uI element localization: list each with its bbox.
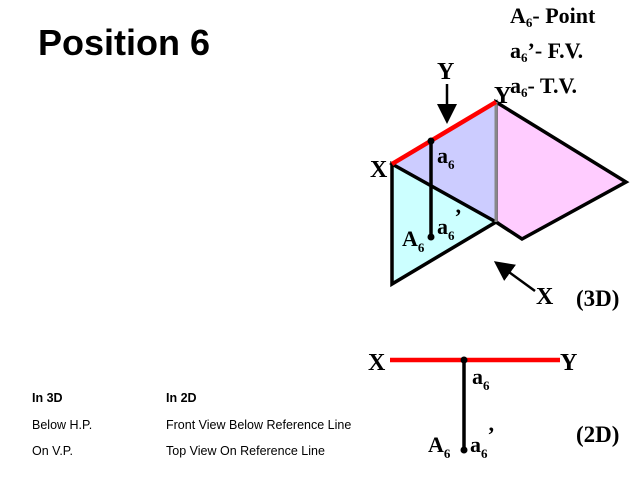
top-view-point-2d	[460, 356, 468, 364]
table-cell-r2-3d: On V.P.	[32, 444, 74, 458]
reference-line-3d	[390, 100, 498, 166]
extra-plane	[494, 98, 630, 242]
table-cell-r2-2d: Top View On Reference Line	[166, 444, 325, 458]
table-header-2d: In 2D	[166, 391, 197, 405]
y-label-2d: Y	[560, 350, 577, 376]
point-label-2d: A6	[428, 432, 451, 461]
point-label-3d: A6	[402, 226, 425, 255]
x-label-2d: X	[368, 350, 386, 376]
vertical-plane	[390, 161, 500, 288]
point-a6-2d	[460, 446, 468, 454]
y-arrow-label: Y	[437, 59, 454, 85]
top-view-point-3d	[427, 137, 435, 145]
tag-3d: (3D)	[576, 286, 619, 311]
legend-point: A6- Point	[510, 3, 596, 30]
top-view-label-2d: a6	[472, 364, 490, 393]
point-a6-3d	[427, 233, 435, 241]
legend-top-view: a6- T.V.	[510, 73, 578, 100]
table-header-3d: In 3D	[32, 391, 63, 405]
front-view-label-3d: a6’	[437, 204, 462, 243]
table-cell-r1-3d: Below H.P.	[32, 418, 93, 432]
legend: A6- Point a6’- F.V. a6- T.V.	[510, 2, 595, 107]
tag-2d: (2D)	[576, 422, 619, 447]
x-label-3d: X	[370, 157, 388, 183]
x-viewing-arrow	[493, 261, 536, 293]
x-arrow-label: X	[536, 284, 554, 310]
front-view-label-2d: a6’	[470, 422, 495, 461]
top-view-label-3d: a6	[437, 143, 455, 172]
y-label-3d: Y	[494, 83, 511, 109]
legend-front-view: a6’- F.V.	[510, 38, 584, 65]
page-title: Position 6	[38, 22, 211, 63]
table-cell-r1-2d: Front View Below Reference Line	[166, 418, 352, 432]
